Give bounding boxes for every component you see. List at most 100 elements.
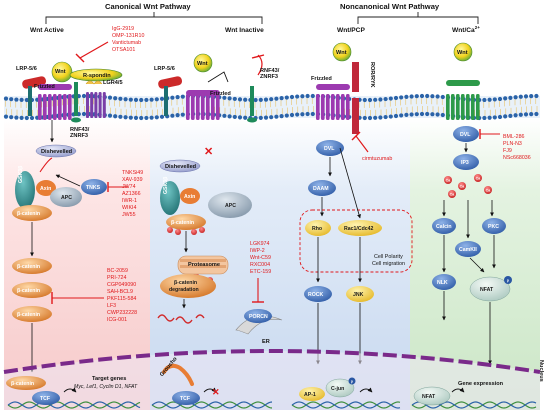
lipid-head [389, 114, 393, 118]
transmembrane-helix [451, 94, 455, 120]
transmembrane-helix [316, 94, 320, 120]
label-cjun: C-jun [331, 386, 344, 392]
lipid-head [415, 112, 419, 116]
lipid-head [311, 94, 315, 98]
label-r-spondin: R-spondin [83, 73, 111, 79]
lipid-head [493, 115, 497, 119]
lipid-head [259, 98, 263, 102]
phosphate-marker [191, 229, 197, 235]
lipid-head [4, 97, 8, 101]
label-tnks: TNKS [86, 185, 101, 191]
label-gsk3b-inactive: GSK3β [163, 177, 169, 194]
lipid-head [300, 112, 304, 116]
drug-porcn-2: Wnt-C59 [250, 255, 271, 261]
lipid-head [82, 94, 86, 98]
lipid-head [384, 97, 388, 101]
lipid-head [181, 95, 185, 99]
transmembrane-helix [341, 94, 345, 120]
lipid-head [25, 116, 29, 120]
label-cell-polarity: Cell Polarity [374, 254, 403, 260]
lipid-head [20, 98, 24, 102]
lipid-head [144, 98, 148, 102]
drug-pcp-0: cirmtuzumab [362, 156, 392, 162]
label-rho: Rho [312, 226, 322, 232]
label-frizzled-pcp: Frizzled [311, 76, 332, 82]
drug-tnks-2: JW74 [122, 184, 136, 190]
bracket-noncanonical [358, 12, 478, 24]
lipid-head [436, 94, 440, 98]
lipid-head [269, 97, 273, 101]
label-beta-catenin-active-1: β-catenin [17, 211, 40, 217]
label-dvl-ca: DVL [460, 132, 471, 138]
lipid-head [9, 115, 13, 119]
drug-catenin-7: ICG-001 [107, 317, 127, 323]
lipid-head [124, 115, 128, 119]
label-apc-active: APC [61, 195, 72, 201]
label-frizzled-active: Frizzled [34, 84, 55, 90]
lipid-head [170, 114, 174, 118]
label-camkii: CamKII [459, 247, 477, 253]
header-canonical: Canonical Wnt Pathway [105, 2, 191, 11]
lipid-head [9, 97, 13, 101]
lipid-head [274, 115, 278, 119]
catenin-degradation [160, 274, 216, 298]
drug-ca-0: BML-286 [503, 134, 525, 140]
lipid-head [108, 96, 112, 100]
label-target-list: Myc, Lef1, Cyclin D1, NFAT [74, 384, 138, 390]
wnt-ligand-inactive-label: Wnt [197, 61, 208, 67]
lipid-head [514, 95, 518, 99]
drug-active-3: OTSA101 [112, 47, 135, 53]
label-degradation-1: β-catenin [174, 280, 197, 286]
lipid-head [118, 115, 122, 119]
lipid-head [378, 115, 382, 119]
drug-ca-1: PLN-N3 [503, 141, 522, 147]
lipid-head [425, 112, 429, 116]
label-cell-migration: Cell migration [372, 261, 405, 267]
lipid-head [124, 97, 128, 101]
lipid-head [508, 96, 512, 100]
label-nlk: NLK [437, 280, 448, 286]
drug-tnks-0: TNKSi49 [122, 170, 143, 176]
label-ap1: AP-1 [304, 392, 316, 398]
lipid-head [20, 116, 24, 120]
label-calcin: Calcin [436, 224, 452, 230]
label-dvl-pcp: DVL [324, 146, 335, 152]
transmembrane-helix [476, 94, 480, 120]
transmembrane-helix [321, 94, 325, 120]
lrp-shaft-inactive [164, 86, 168, 116]
lipid-head [259, 116, 263, 120]
label-nfat-nucleus: NFAT [422, 394, 436, 400]
lipid-head [118, 97, 122, 101]
lipid-head [285, 113, 289, 117]
drug-list-porcn: LGK974 IWP-2 Wnt-C59 RXC004 ETC-159 [250, 241, 271, 275]
lipid-head [150, 98, 154, 102]
label-znrf3-inactive: ZNRF3 [260, 74, 278, 80]
lgr-helix [103, 92, 106, 118]
drug-tnks-1: XAV-939 [122, 177, 143, 183]
lipid-head [254, 98, 258, 102]
lipid-head [519, 113, 523, 117]
lipid-head [373, 116, 377, 120]
lipid-head [150, 116, 154, 120]
label-daam: DAAM [313, 186, 329, 192]
transmembrane-helix [331, 94, 335, 120]
lipid-head [290, 95, 294, 99]
header-noncanonical: Noncanonical Wnt Pathway [340, 2, 440, 11]
transmembrane-helix [446, 94, 450, 120]
label-beta-catenin-inactive: β-catenin [171, 220, 194, 226]
lipid-head [176, 113, 180, 117]
lipid-head [368, 116, 372, 120]
lipid-head [420, 112, 424, 116]
lipid-head [139, 98, 143, 102]
lipid-head [113, 114, 117, 118]
inhibit-bar-active [76, 54, 84, 62]
transmembrane-helix [471, 94, 475, 120]
label-dishevelled-active: Dishevelled [41, 149, 73, 155]
lipid-head [498, 97, 502, 101]
drug-porcn-4: ETC-159 [250, 269, 271, 275]
transmembrane-helix [186, 94, 190, 120]
label-lgr: LGR4/5 [103, 80, 123, 86]
transmembrane-helix [206, 94, 210, 120]
header-wnt-ca: Wnt/Ca2+ [452, 25, 480, 34]
label-lrp-inactive: LRP-5/6 [154, 66, 175, 72]
